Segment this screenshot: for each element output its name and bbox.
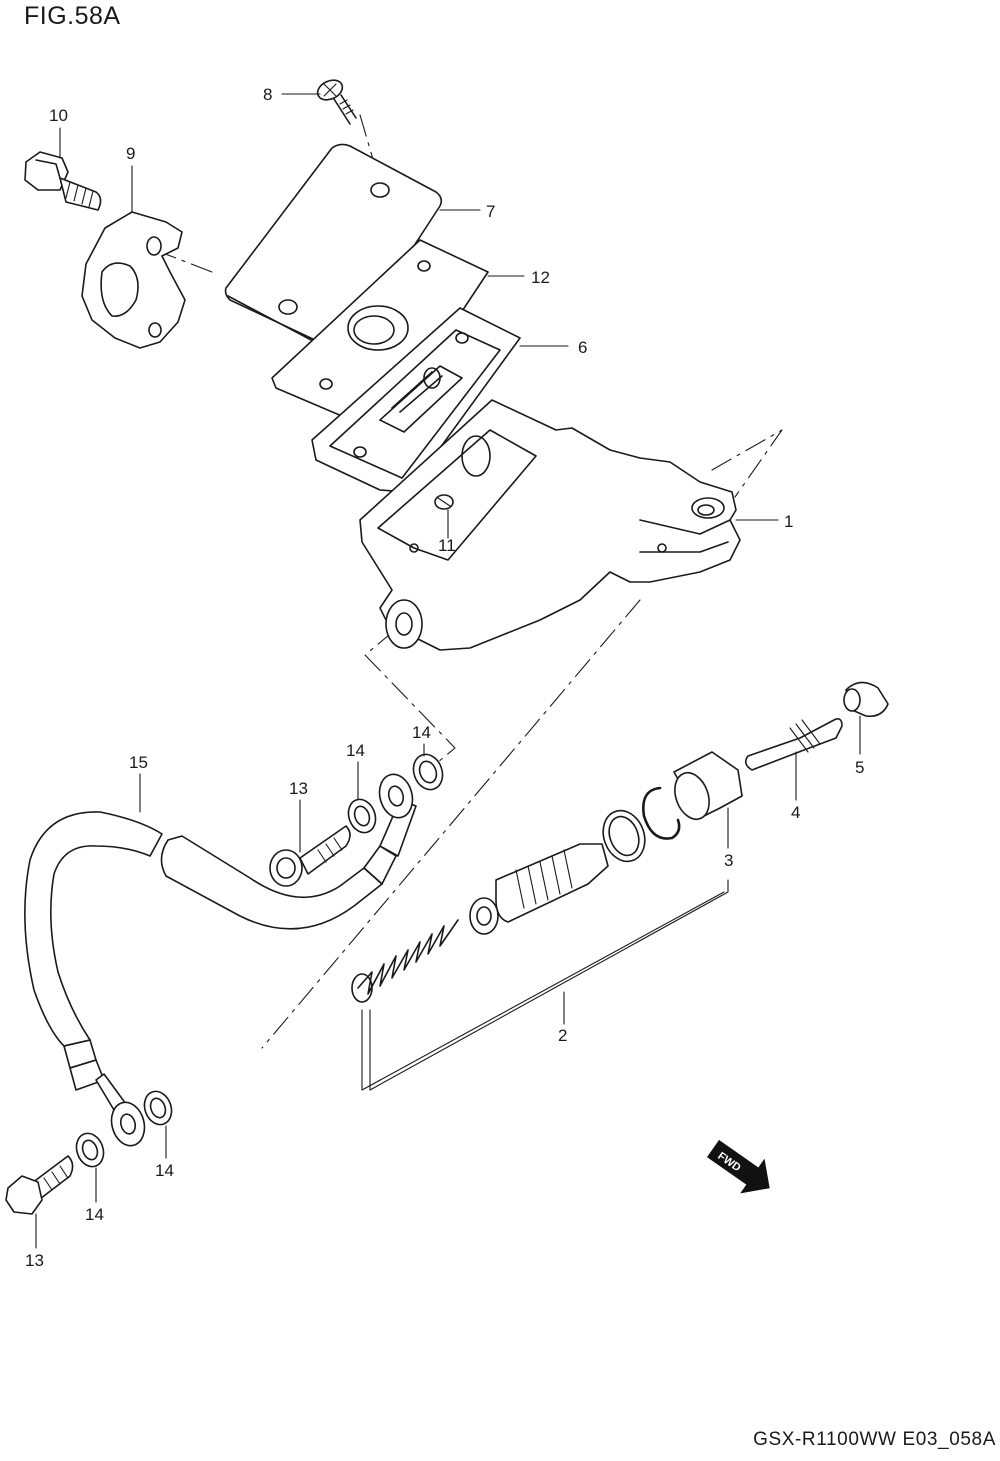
callout-3: 3 (724, 851, 733, 870)
figure-title: FIG.58A (24, 2, 121, 30)
part-8-screw (316, 79, 357, 125)
part-13-bolt-lower (5, 1155, 74, 1215)
part-3-ring (602, 809, 646, 863)
banjo-fitting-upper (378, 773, 417, 857)
part-1-master-cylinder (359, 399, 741, 651)
callout-9: 9 (126, 144, 135, 163)
figure-code: GSX-R1100WW E03_058A (753, 1429, 996, 1450)
callout-14-b: 14 (346, 741, 365, 760)
callout-13-upper: 13 (289, 779, 308, 798)
part-2-spring (351, 919, 459, 1003)
part-10-bolt (24, 151, 102, 211)
callout-15: 15 (129, 753, 148, 772)
callout-6: 6 (578, 338, 587, 357)
part-5-cap (843, 681, 889, 718)
part-14-washer-b (347, 798, 377, 834)
part-14-washer-a (412, 753, 444, 791)
callout-10: 10 (49, 106, 68, 125)
callout-4: 4 (791, 803, 800, 822)
part-4-push-rod (744, 718, 843, 771)
part-14-washer-d (75, 1132, 105, 1168)
part-2-piston (469, 843, 609, 935)
callout-labels: 1 2 3 4 5 6 7 8 9 10 11 12 13 13 14 14 1… (25, 85, 864, 1270)
part-3-boot (673, 751, 743, 821)
part-9-clamp (81, 211, 186, 349)
callout-8: 8 (263, 85, 272, 104)
callout-14-d: 14 (85, 1205, 104, 1224)
callout-7: 7 (486, 202, 495, 221)
callout-5: 5 (855, 758, 864, 777)
callout-12: 12 (531, 268, 550, 287)
callout-leaders (35, 93, 861, 1249)
part-12-diaphragm-plate (271, 239, 489, 429)
part-14-washer-c (143, 1090, 173, 1126)
callout-2: 2 (558, 1026, 567, 1045)
callout-14-c: 14 (155, 1161, 174, 1180)
part-15-hose (24, 811, 397, 1091)
part-11-screw (434, 494, 454, 510)
callout-11: 11 (438, 536, 456, 555)
fwd-arrow-icon: FWD (706, 1139, 770, 1194)
part-13-bolt-upper (269, 825, 351, 887)
callout-1: 1 (784, 512, 793, 531)
callout-13-lower: 13 (25, 1251, 44, 1270)
banjo-fitting-lower (95, 1073, 146, 1147)
callout-14-a: 14 (412, 723, 431, 742)
part-3-circlip (642, 786, 681, 840)
